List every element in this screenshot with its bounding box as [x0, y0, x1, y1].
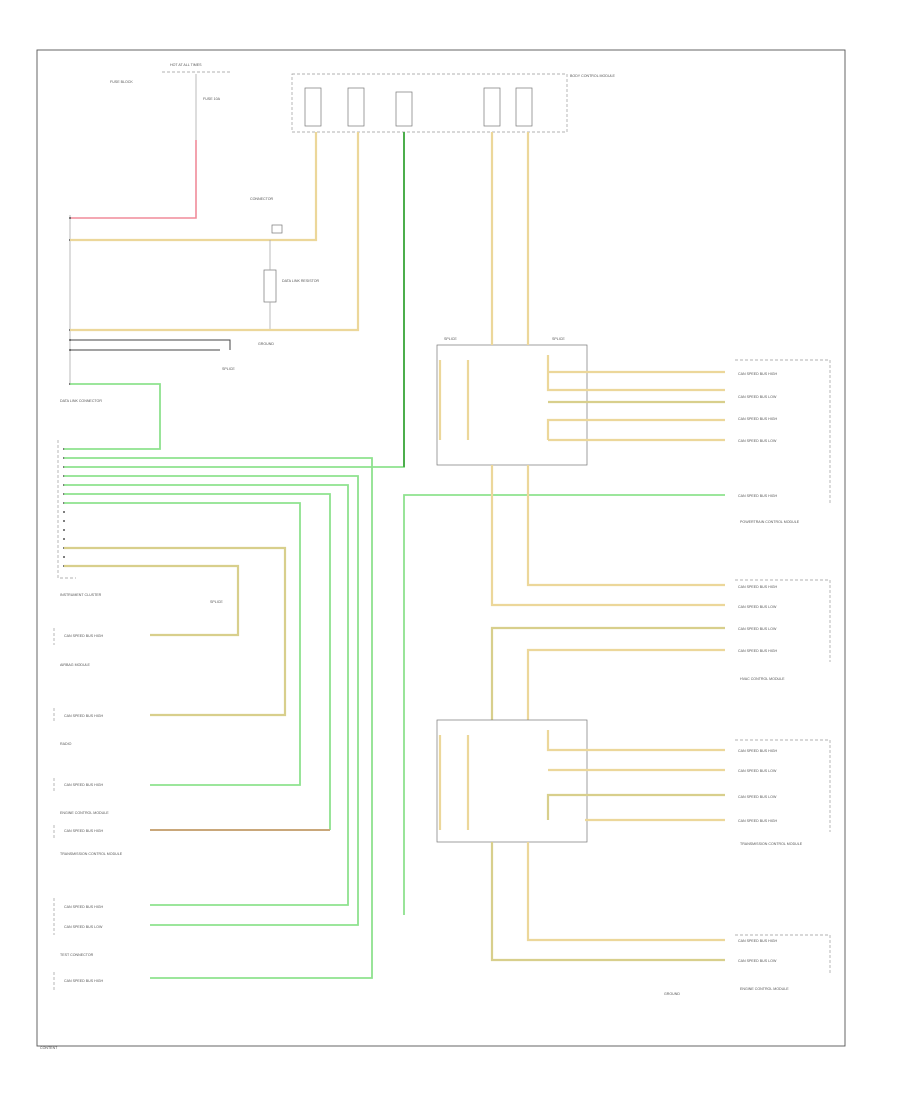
wire-down-4 [526, 648, 725, 720]
connector-mid [271, 224, 283, 234]
wire-s2-r3 [546, 793, 725, 820]
data-link-resistor [263, 269, 277, 303]
module-a-can-hi: CAN SPEED BUS HIGH [64, 634, 104, 638]
module-d2-label: ENGINE CONTROL MODULE [740, 987, 789, 991]
fuse-note: FUSE BLOCK [110, 80, 133, 84]
module-h-box [735, 359, 831, 505]
wire-green-dlc-b [64, 457, 373, 979]
wire-green-cross [403, 494, 725, 915]
wire-yg-dlc-i [64, 564, 240, 637]
wire-green-dlc-a [64, 446, 161, 450]
module-f-can-hi: CAN SPEED BUS HIGH [64, 979, 104, 983]
wire-green-dlc-d [64, 475, 359, 926]
module-c-can-hi: CAN SPEED BUS HIGH [64, 783, 104, 787]
module-f-label: TEST CONNECTOR [60, 953, 94, 957]
module-e2-can-hi-2: CAN SPEED BUS HIGH [738, 819, 778, 823]
module-h-can-hi-3: CAN SPEED BUS HIGH [738, 494, 778, 498]
module-h-can-lo-2: CAN SPEED BUS LOW [738, 439, 777, 443]
module-a-label: INSTRUMENT CLUSTER [60, 593, 102, 597]
module-d-label: ENGINE CONTROL MODULE [60, 811, 109, 815]
module-c-label: RADIO [60, 742, 72, 746]
wire-yellow-bcm2 [70, 132, 360, 332]
wire-green-dlc [70, 383, 161, 446]
splice-block-1-label-b: SPLICE [552, 337, 565, 341]
wire-green-dlc-c [64, 132, 405, 468]
module-e-can-lo: CAN SPEED BUS LOW [64, 925, 103, 929]
module-e2-label: TRANSMISSION CONTROL MODULE [740, 842, 803, 846]
bcm-module-box [291, 73, 568, 133]
module-h-can-hi-2: CAN SPEED BUS HIGH [738, 417, 778, 421]
module-b-label: AIRBAG MODULE [60, 663, 91, 667]
module-b-can-hi: CAN SPEED BUS HIGH [64, 714, 104, 718]
module-h-label: POWERTRAIN CONTROL MODULE [740, 520, 800, 524]
module-i-can-lo-1: CAN SPEED BUS LOW [738, 605, 777, 609]
splice-block-2 [436, 719, 588, 843]
module-i-label: HVAC CONTROL MODULE [740, 677, 785, 681]
splice-ground-label: SPLICE [222, 367, 235, 371]
ground-label: GROUND [258, 342, 274, 346]
hot-label: HOT AT ALL TIMES [170, 63, 202, 67]
module-e2-can-lo-1: CAN SPEED BUS LOW [738, 769, 777, 773]
data-link-label: DATA LINK RESISTOR [282, 279, 320, 283]
wire-bottom-1 [526, 842, 725, 942]
dlc-pin-column [63, 448, 65, 567]
wire-s2-r1 [546, 730, 725, 752]
module-e2-can-hi-1: CAN SPEED BUS HIGH [738, 749, 778, 753]
wire-r1 [546, 355, 725, 392]
module-d2-box [735, 934, 831, 975]
module-i-can-hi-2: CAN SPEED BUS HIGH [738, 649, 778, 653]
wire-green-dlc-g [64, 502, 301, 786]
splice-block-1 [436, 344, 588, 466]
wire-bottom-2 [490, 842, 725, 962]
module-d2-can-hi: CAN SPEED BUS HIGH [738, 939, 778, 943]
wire-r4 [546, 418, 725, 440]
module-d-can-hi: CAN SPEED BUS HIGH [64, 829, 104, 833]
wire-yg-dlc-h [64, 546, 287, 717]
module-e-label: TRANSMISSION CONTROL MODULE [60, 852, 123, 856]
module-e2-can-lo-2: CAN SPEED BUS LOW [738, 795, 777, 799]
dlc-module-label: DATA LINK CONNECTOR [60, 399, 102, 403]
wire-down-1 [490, 465, 725, 607]
wire-green-dlc-e [64, 484, 349, 906]
module-i-can-lo-2: CAN SPEED BUS LOW [738, 627, 777, 631]
module-h-can-hi-1: CAN SPEED BUS HIGH [738, 372, 778, 376]
wire-down-3 [490, 626, 725, 720]
wire-down-2 [526, 465, 725, 587]
module-i-can-hi-1: CAN SPEED BUS HIGH [738, 585, 778, 589]
wire-red-power [70, 140, 197, 219]
module-a-splice: SPLICE [210, 600, 223, 604]
module-h-can-lo-1: CAN SPEED BUS LOW [738, 395, 777, 399]
wire-black-1 [70, 339, 231, 350]
footer-label: CONTENT [40, 1046, 58, 1050]
wire-yellow-bcm1 [70, 132, 318, 242]
diagram-frame [36, 49, 846, 1047]
splice-block-1-label-a: SPLICE [444, 337, 457, 341]
bcm-pin-connectors [304, 87, 533, 127]
module-d2-can-lo: CAN SPEED BUS LOW [738, 959, 777, 963]
module-e-can-hi: CAN SPEED BUS HIGH [64, 905, 104, 909]
connector-mid-label: CONNECTOR [250, 197, 273, 201]
wire-green-dlc-f [64, 493, 331, 830]
legend-label: GROUND [664, 992, 680, 996]
bcm-module-label: BODY CONTROL MODULE [570, 74, 616, 78]
fuse-label: FUSE 10A [203, 97, 221, 101]
dlc-module-bracket [57, 440, 76, 579]
module-e2-box [735, 739, 831, 832]
module-i-box [735, 579, 831, 662]
